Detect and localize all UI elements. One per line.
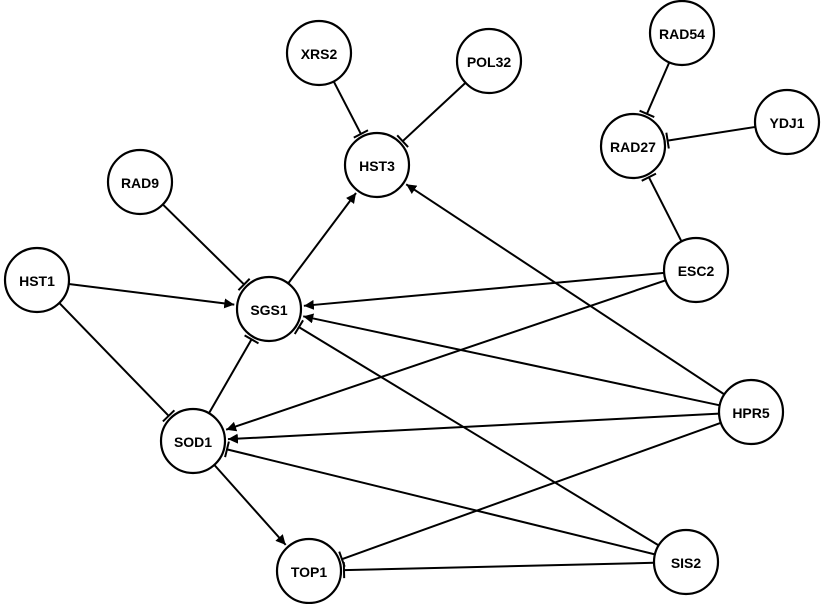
node-sod1: SOD1 [159,407,227,475]
inhibition-line [332,80,362,135]
inhibition-line [226,448,656,556]
node-circle [159,407,227,475]
node-label: YDJ1 [769,115,804,131]
edge-sod1-sgs1 [208,334,259,414]
node-hpr5: HPR5 [717,378,785,446]
node-rad54: RAD54 [648,0,716,67]
activation-arrow [225,279,667,432]
node-top1: TOP1 [275,537,343,604]
node-rad27: RAD27 [599,112,667,180]
inhibition-bar [293,319,304,335]
inhibition-bar [639,109,655,118]
node-sis2: SIS2 [652,528,720,596]
node-circle [652,528,720,596]
edge-hpr5-sgs1 [303,313,720,407]
node-circle [3,246,71,314]
inhibition-bar [396,134,409,148]
activation-arrow [405,183,725,396]
node-ydj1: YDJ1 [753,88,821,156]
node-label: HPR5 [732,405,770,421]
node-circle [106,148,174,216]
node-circle [662,236,730,304]
edge-hst1-sod1 [58,302,176,423]
edge-sis2-sod1 [224,441,656,556]
inhibition-bar [665,132,670,149]
node-label: TOP1 [291,564,328,580]
activation-arrow [227,412,720,444]
edge-esc2-sod1 [225,279,667,432]
edge-rad9-sgs1 [162,203,251,291]
inhibition-line [343,561,655,572]
node-label: SIS2 [671,555,702,571]
edge-hst1-sgs1 [68,282,235,309]
node-label: POL32 [467,54,512,70]
node-label: HST1 [19,273,55,289]
node-label: SGS1 [250,302,288,318]
activation-arrow [303,271,665,310]
node-sgs1: SGS1 [235,275,303,343]
node-xrs2: XRS2 [285,19,353,87]
inhibition-line [58,302,170,417]
edge-esc2-rad27 [641,172,683,242]
node-circle [455,27,523,95]
activation-arrow [68,282,235,309]
inhibition-bar [641,172,657,182]
node-circle [717,378,785,446]
edges-layer [58,61,756,579]
node-rad9: RAD9 [106,148,174,216]
inhibition-line [401,82,467,142]
node-label: SOD1 [174,434,212,450]
node-circle [343,131,411,199]
node-circle [599,112,667,180]
node-label: RAD27 [610,139,656,155]
activation-arrow [303,313,720,407]
edge-sgs1-hst3 [287,192,357,284]
edge-esc2-sgs1 [303,271,665,310]
inhibition-line [298,326,660,547]
node-pol32: POL32 [455,27,523,95]
node-circle [648,0,716,67]
inhibition-line [667,125,756,142]
edge-hpr5-sod1 [227,412,720,444]
node-circle [275,537,343,604]
inhibition-bar [162,409,176,423]
inhibition-line [647,176,683,242]
inhibition-bar [237,278,251,291]
activation-arrow [213,464,287,546]
edge-sod1-top1 [213,464,287,546]
node-label: ESC2 [678,263,715,279]
edge-ydj1-rad27 [665,125,756,149]
inhibition-line [646,61,671,115]
inhibition-bar [353,129,369,139]
node-hst3: HST3 [343,131,411,199]
node-circle [235,275,303,343]
edge-xrs2-hst3 [332,80,369,139]
inhibition-bar [224,441,230,458]
node-label: RAD9 [121,175,159,191]
edge-hpr5-hst3 [405,183,725,396]
node-label: HST3 [359,158,395,174]
edge-rad54-rad27 [639,61,671,118]
node-hst1: HST1 [3,246,71,314]
inhibition-line [208,338,253,414]
node-label: RAD54 [659,26,705,42]
node-circle [285,19,353,87]
activation-arrow [287,192,357,284]
node-esc2: ESC2 [662,236,730,304]
inhibition-line [162,203,245,286]
edge-pol32-hst3 [396,82,467,148]
edge-sis2-sgs1 [293,319,660,547]
node-label: XRS2 [301,46,338,62]
node-circle [753,88,821,156]
edge-sis2-top1 [342,561,655,579]
inhibition-line [341,421,722,561]
inhibition-bar [244,334,259,345]
